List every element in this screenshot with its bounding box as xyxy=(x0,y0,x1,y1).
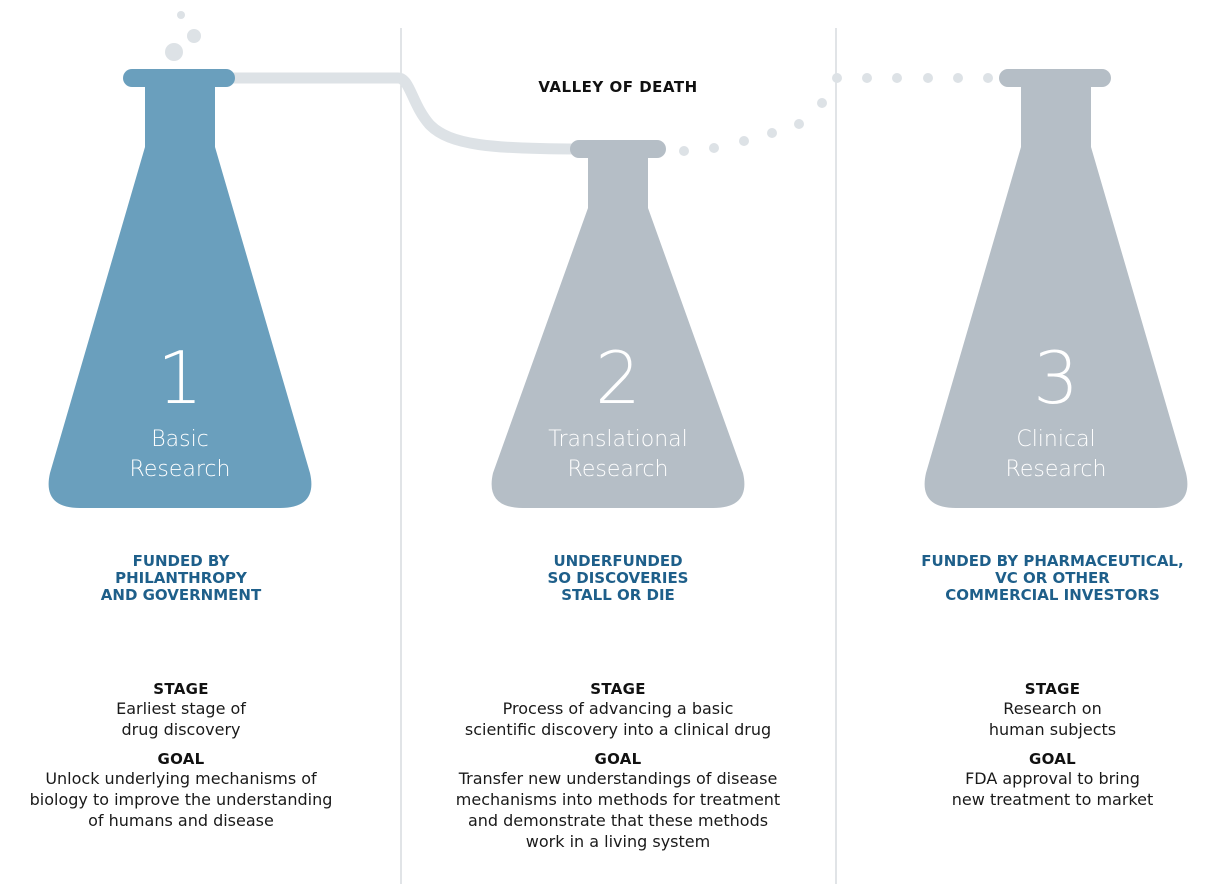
stage-label-line1: Basic xyxy=(151,427,209,452)
goal-description: Transfer new understandings of disease m… xyxy=(455,769,781,851)
stage-description: Earliest stage of drug discovery xyxy=(116,699,246,739)
stage-description: Process of advancing a basic scientific … xyxy=(464,699,772,739)
valley-of-death-label: VALLEY OF DEATH xyxy=(538,78,697,96)
flask-body xyxy=(491,158,745,508)
stage-label-line1: Clinical xyxy=(1016,427,1095,452)
stage-label-line2: Research xyxy=(568,457,669,482)
connector-tube xyxy=(224,72,586,155)
stage-label-line1: Translational xyxy=(548,427,687,452)
funding-text: FUNDED BY PHILANTHROPY AND GOVERNMENT xyxy=(100,552,262,604)
goal-header: GOAL xyxy=(594,750,642,768)
flask-rim xyxy=(999,69,1111,87)
funding-text: UNDERFUNDED SO DISCOVERIES STALL OR DIE xyxy=(547,552,689,604)
stage-header: STAGE xyxy=(1024,680,1081,698)
bubble xyxy=(177,11,185,19)
stage-label-line2: Research xyxy=(1006,457,1107,482)
stage-header: STAGE xyxy=(153,680,209,698)
stage-info: STAGE Research on human subjects GOAL FD… xyxy=(880,680,1225,810)
stage-number: 1 xyxy=(157,336,203,420)
flask-basic-research: 1 Basic Research xyxy=(48,69,312,508)
flask-rim xyxy=(123,69,235,87)
stage-number: 3 xyxy=(1033,336,1079,420)
stage-label-line2: Research xyxy=(130,457,231,482)
stage-number: 2 xyxy=(595,336,641,420)
goal-header: GOAL xyxy=(1028,750,1077,768)
flask-body xyxy=(924,87,1188,508)
bubble xyxy=(187,29,201,43)
flask-translational-research: 2 Translational Research xyxy=(491,140,745,508)
flask-clinical-research: 3 Clinical Research xyxy=(924,69,1188,508)
goal-description: FDA approval to bring new treatment to m… xyxy=(951,769,1154,809)
goal-description: Unlock underlying mechanisms of biology … xyxy=(29,769,333,830)
stage-header: STAGE xyxy=(590,680,646,698)
dotted-path xyxy=(679,73,993,156)
goal-header: GOAL xyxy=(157,750,205,768)
stage-info: STAGE Earliest stage of drug discovery G… xyxy=(0,680,362,831)
flask-rim xyxy=(570,140,666,158)
stage-info: STAGE Process of advancing a basic scien… xyxy=(418,680,818,852)
funding-text: FUNDED BY PHARMACEUTICAL, VC OR OTHER CO… xyxy=(921,552,1184,604)
bubble xyxy=(165,43,183,61)
stage-description: Research on human subjects xyxy=(988,699,1117,739)
flask-body xyxy=(48,87,312,508)
